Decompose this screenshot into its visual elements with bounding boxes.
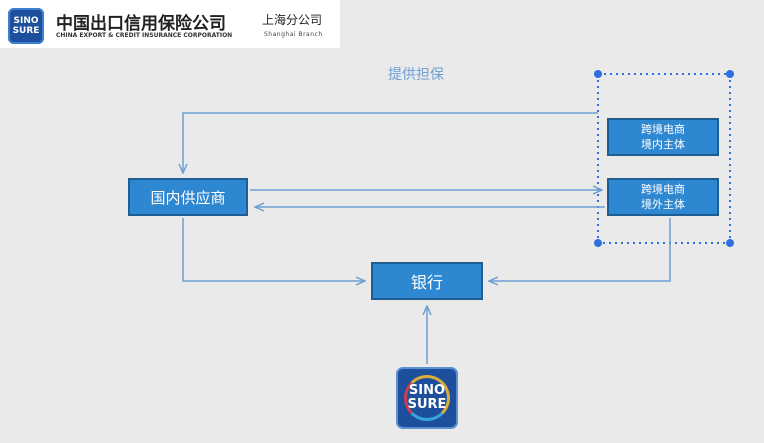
branch-name-en: Shanghai Branch <box>264 31 323 38</box>
overseas-entity-box[interactable]: 跨境电商 境外主体 <box>607 178 719 216</box>
bank-box[interactable]: 银行 <box>371 262 483 300</box>
supplier-to-bank-arrow <box>182 218 364 281</box>
selection-handle-bottom-right[interactable] <box>726 239 734 247</box>
domestic-entity-box[interactable]: 跨境电商 境内主体 <box>607 118 719 156</box>
branch-name-cn: 上海分公司 <box>262 13 323 27</box>
bank-label: 银行 <box>410 273 443 292</box>
domestic-entity-line2: 境内主体 <box>641 138 685 151</box>
entity-group-selection[interactable] <box>597 73 731 244</box>
sinosure-logo-line2: SURE <box>407 397 447 412</box>
domestic-supplier-label: 国内供应商 <box>150 188 226 207</box>
company-name-cn: 中国出口信用保险公司 <box>56 14 226 34</box>
selection-handle-bottom-left[interactable] <box>594 239 602 247</box>
domestic-entity-line1: 跨境电商 <box>641 123 685 136</box>
logo-small-line1: SINO <box>13 16 39 26</box>
logo-small-line2: SURE <box>12 26 40 36</box>
sinosure-logo-small: SINO SURE <box>8 8 44 44</box>
company-name-en: CHINA EXPORT & CREDIT INSURANCE CORPORAT… <box>56 32 233 39</box>
selection-handle-top-right[interactable] <box>726 70 734 78</box>
header-banner: SINO SURE 中国出口信用保险公司 CHINA EXPORT & CRED… <box>0 0 340 48</box>
globe-ring-icon <box>404 375 450 421</box>
overseas-to-bank-arrow <box>490 218 671 281</box>
guarantee-arrow <box>183 112 598 172</box>
guarantee-label: 提供担保 <box>388 67 444 83</box>
domestic-supplier-box[interactable]: 国内供应商 <box>128 178 248 216</box>
overseas-entity-line2: 境外主体 <box>641 198 685 211</box>
sinosure-logo-line1: SINO <box>408 383 446 398</box>
overseas-entity-line1: 跨境电商 <box>641 183 685 196</box>
selection-handle-top-left[interactable] <box>594 70 602 78</box>
sinosure-logo[interactable]: SINO SURE <box>396 367 458 429</box>
